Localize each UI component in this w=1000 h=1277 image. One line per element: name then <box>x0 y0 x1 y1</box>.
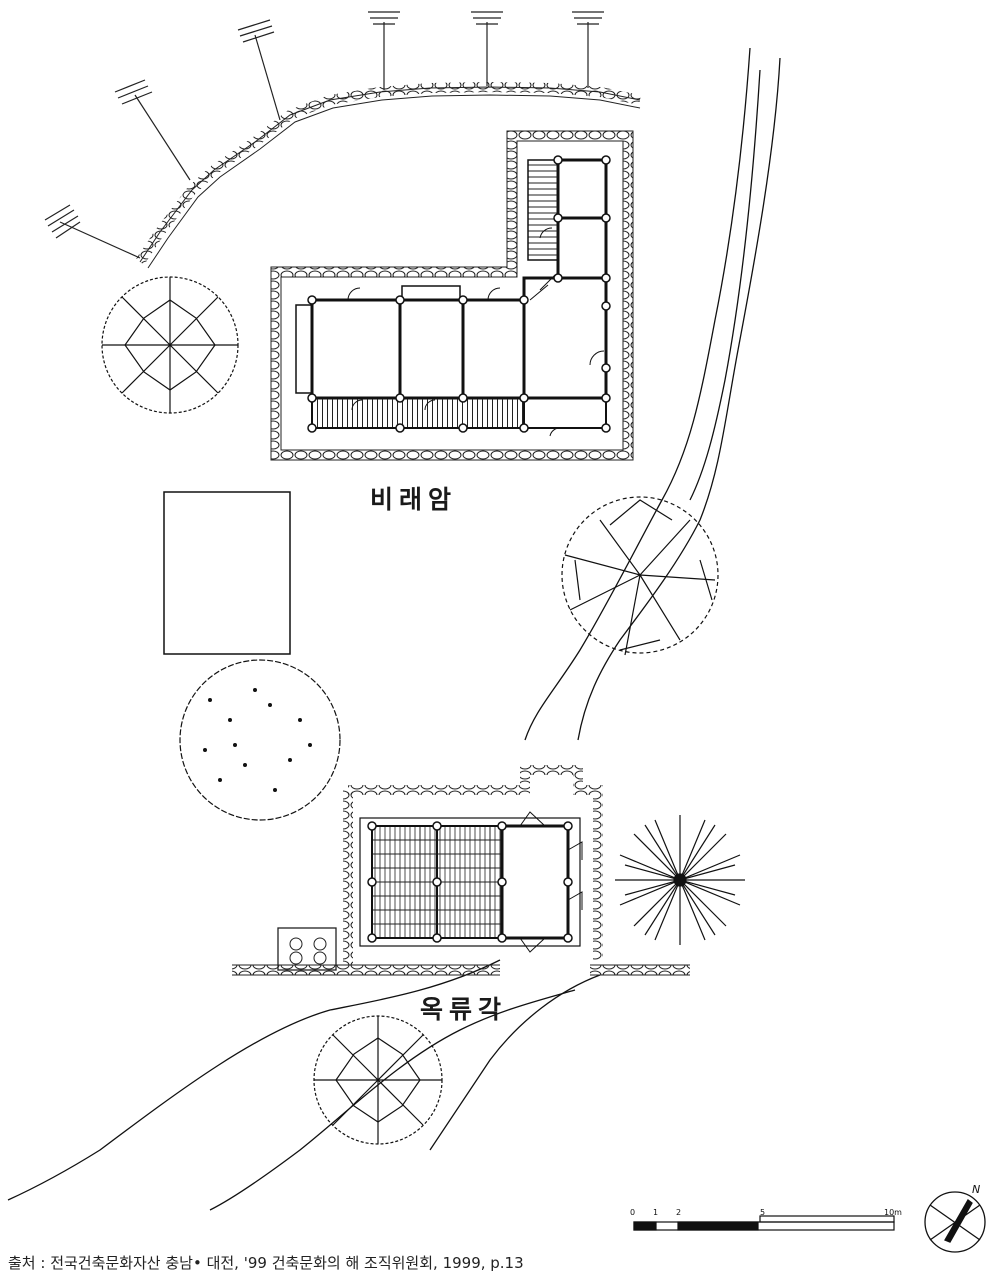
open-lot <box>163 491 291 655</box>
scale-tick-2: 2 <box>676 1208 682 1217</box>
tree-middle-right <box>561 496 719 656</box>
north-arrow <box>924 1191 986 1253</box>
upper-enclosure-wall <box>270 130 634 461</box>
retaining-wall-upper <box>135 81 641 269</box>
tree-bottom <box>313 1015 443 1145</box>
scale-tick-5: 5 <box>760 1208 766 1217</box>
source-caption: 출처 : 전국건축문화자산 충남• 대전, '99 건축문화의 해 조직위원회,… <box>8 1254 524 1272</box>
scale-tick-0: 0 <box>630 1208 636 1217</box>
upper-building-label: 비래암 <box>370 485 458 514</box>
stream <box>7 47 781 1211</box>
tree-left-round <box>179 659 341 821</box>
lower-enclosure-wall <box>232 765 690 976</box>
lower-building-label: 옥류각 <box>420 995 508 1024</box>
tree-upper-left <box>101 276 239 414</box>
tree-right-starburst <box>615 815 745 945</box>
cliff-symbols <box>44 11 604 259</box>
scale-tick-1: 1 <box>653 1208 659 1217</box>
upper-building-plan <box>295 155 611 437</box>
scale-bar <box>633 1215 895 1231</box>
north-label: N <box>972 1183 981 1196</box>
scale-tick-10m: 10m <box>884 1208 902 1217</box>
lower-building-plan <box>359 811 583 953</box>
